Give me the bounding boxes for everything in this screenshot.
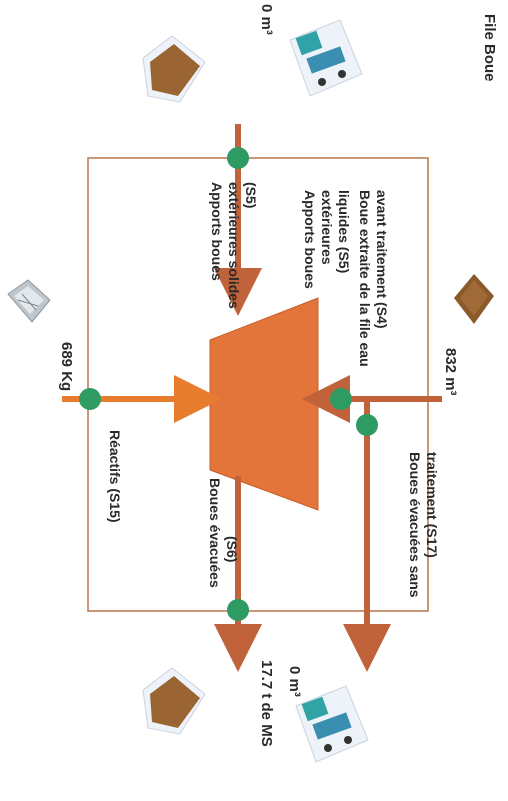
diagram-title: File Boue [481,14,498,82]
label-s5-liquid: Apports boues extérieures liquides (S5) [302,190,352,293]
label-s15: Réactifs (S15) [107,430,123,523]
truck-icon [295,685,369,763]
quantity-evacuated-output: 17.7 t de MS [258,660,275,747]
flow-node-external [227,147,249,169]
flow-node-untreated [356,414,378,436]
quantity-external-input: 0 m³ [258,4,275,35]
flow-node-extracted [330,388,352,410]
quantity-extracted-input: 832 m³ [442,348,459,396]
sludge-pile-icon [142,35,206,103]
process-boundary-box [87,157,429,612]
label-s4: Boue extraite de la file eau avant trait… [357,190,390,371]
label-s17: Boues évacuées sans traitement (S17) [407,452,440,601]
quantity-reagents: 689 Kg [58,342,75,391]
label-s5-solid: Apports boues extérieures solides (S5) [209,182,259,313]
quantity-untreated-output: 0 m³ [286,666,303,697]
flow-node-evacuated [227,599,249,621]
flow-node-reagent [79,388,101,410]
label-s6: Boues évacuées (S6) [207,478,240,592]
reagent-bag-icon [7,279,51,323]
sludge-pile-icon [142,667,206,735]
treatment-unit [209,297,319,511]
truck-icon [289,19,363,97]
sludge-pile-icon [454,274,494,324]
